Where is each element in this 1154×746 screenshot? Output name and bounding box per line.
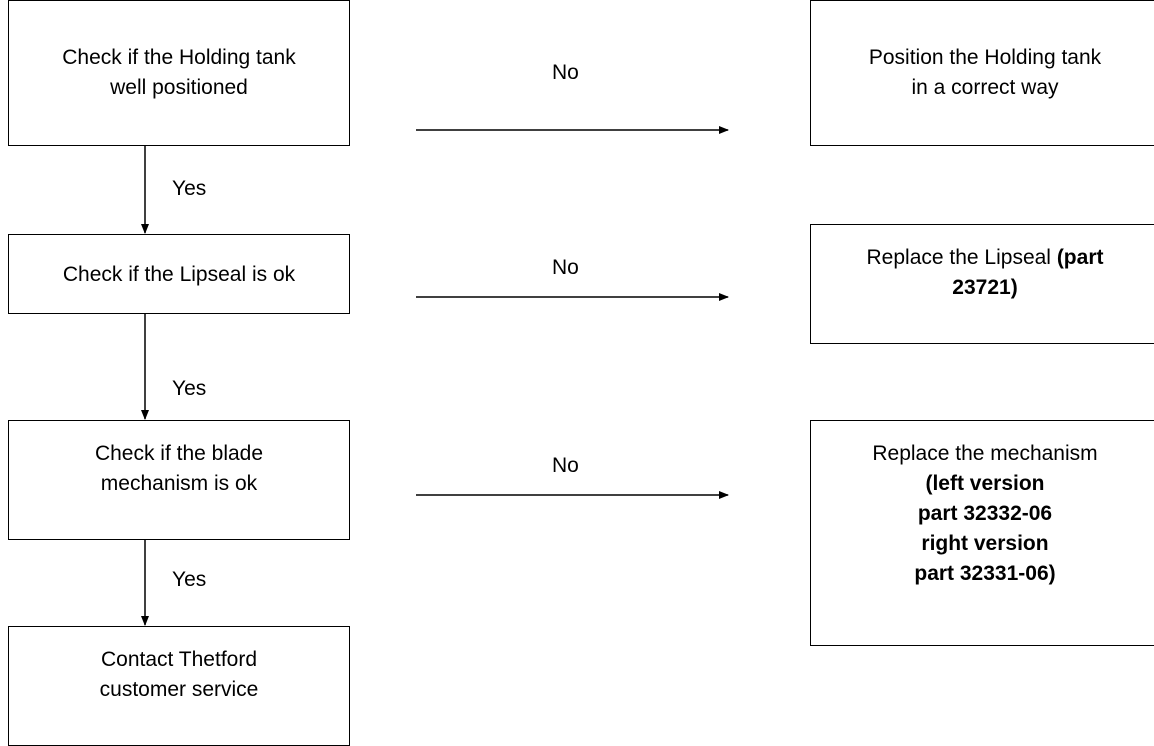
node-text: Replace the Lipseal <box>866 246 1057 269</box>
node-part-number: 23721) <box>952 276 1018 299</box>
node-replace-mechanism: Replace the mechanism (left version part… <box>810 420 1154 646</box>
node-part-number: (left version <box>925 472 1045 495</box>
node-part-number: (part <box>1056 246 1104 269</box>
node-text: customer service <box>99 678 259 701</box>
node-part-number: part 32332-06 <box>917 502 1053 525</box>
node-text: well positioned <box>110 76 248 99</box>
node-replace-lipseal: Replace the Lipseal (part 23721) <box>810 224 1154 344</box>
node-text: Contact Thetford <box>100 648 258 671</box>
node-part-number: part 32331-06) <box>914 562 1056 585</box>
edge-label-yes: Yes <box>172 177 207 200</box>
edge-label-no: No <box>552 454 579 477</box>
node-text: Check if the Lipseal is ok <box>62 263 296 286</box>
node-check-blade: Check if the blade mechanism is ok <box>8 420 350 540</box>
node-check-tank: Check if the Holding tank well positione… <box>8 0 350 146</box>
node-text: Check if the blade <box>94 442 264 465</box>
edge-label-yes: Yes <box>172 377 207 400</box>
node-contact-service: Contact Thetford customer service <box>8 626 350 746</box>
edge-label-no: No <box>552 256 579 279</box>
node-text: Replace the mechanism <box>872 442 1098 465</box>
node-text-line: Replace the Lipseal (part <box>811 243 1154 273</box>
node-check-lipseal: Check if the Lipseal is ok <box>8 234 350 314</box>
node-text: Position the Holding tank <box>868 46 1102 69</box>
node-part-number: right version <box>921 532 1049 555</box>
node-text: mechanism is ok <box>100 472 258 495</box>
edge-label-yes: Yes <box>172 568 207 591</box>
node-text: in a correct way <box>911 76 1059 99</box>
edge-label-no: No <box>552 61 579 84</box>
node-position-tank: Position the Holding tank in a correct w… <box>810 0 1154 146</box>
node-text: Check if the Holding tank <box>62 46 296 69</box>
